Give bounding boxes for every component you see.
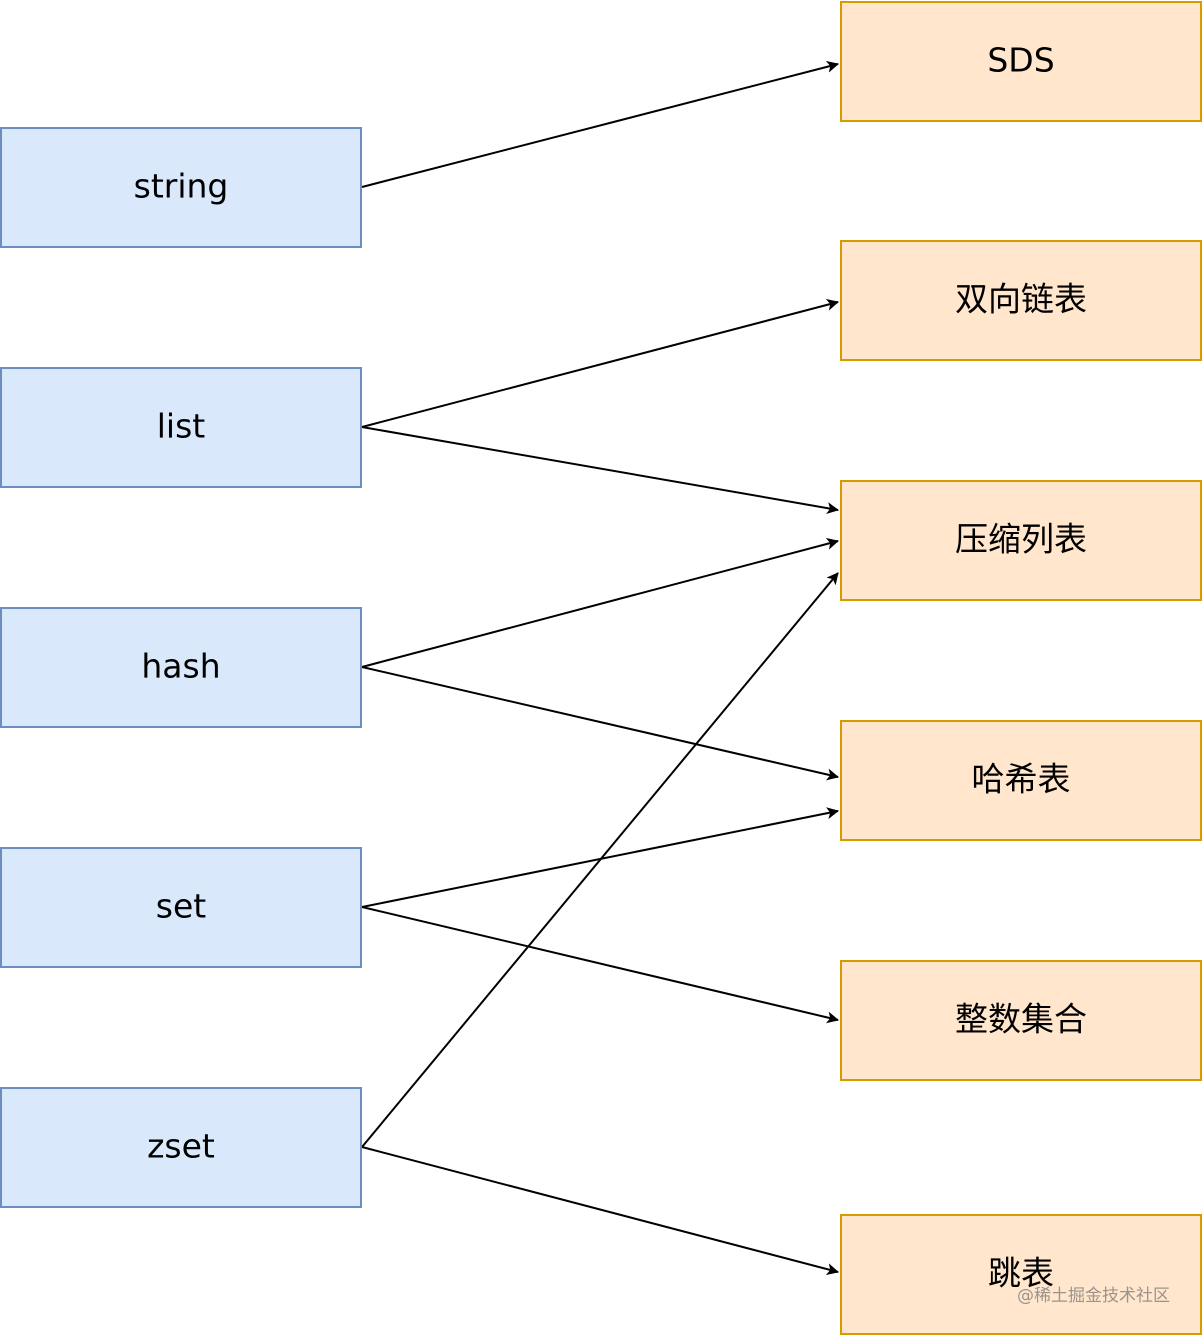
type-node-label: set — [156, 887, 206, 926]
structure-node-label: 整数集合 — [955, 1000, 1087, 1039]
structure-node-ziplist: 压缩列表 — [840, 480, 1202, 601]
type-node-label: string — [134, 167, 229, 206]
structure-node-label: 哈希表 — [972, 760, 1071, 799]
structure-node-label: 压缩列表 — [955, 520, 1087, 559]
edges-layer — [361, 60, 839, 1276]
edge-zset-to-skiplist — [361, 1146, 839, 1276]
structure-node-sds: SDS — [840, 1, 1202, 122]
edge-list-to-ziplist — [361, 426, 839, 515]
edge-list-to-linkedlist — [361, 298, 839, 428]
type-node-label: list — [157, 407, 206, 446]
structure-node-intset: 整数集合 — [840, 960, 1202, 1081]
edge-string-to-sds — [361, 60, 839, 188]
type-node-string: string — [0, 127, 362, 248]
type-node-zset: zset — [0, 1087, 362, 1208]
type-node-list: list — [0, 367, 362, 488]
structure-node-label: SDS — [987, 41, 1054, 80]
structure-node-label: 跳表 — [988, 1254, 1054, 1293]
type-node-label: zset — [147, 1127, 215, 1166]
structure-node-skiplist: 跳表 — [840, 1214, 1202, 1335]
edge-hash-to-ziplist — [361, 538, 839, 668]
type-node-hash: hash — [0, 607, 362, 728]
edge-set-to-intset — [361, 906, 839, 1024]
structure-node-linkedlist: 双向链表 — [840, 240, 1202, 361]
edge-hash-to-hashtable — [361, 666, 839, 781]
structure-node-label: 双向链表 — [955, 280, 1087, 319]
type-node-label: hash — [141, 647, 220, 686]
structure-node-hashtable: 哈希表 — [840, 720, 1202, 841]
edge-zset-to-ziplist — [361, 572, 839, 1148]
watermark: @稀土掘金技术社区 — [1017, 1286, 1170, 1306]
type-node-set: set — [0, 847, 362, 968]
